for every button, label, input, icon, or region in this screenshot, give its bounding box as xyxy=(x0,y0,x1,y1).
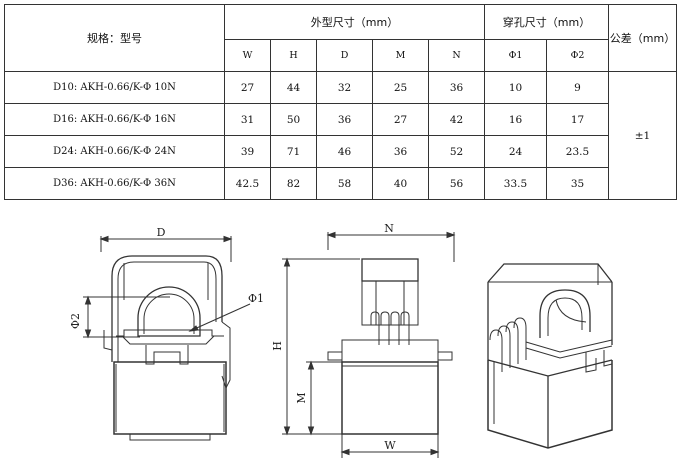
phi2-cell: 17 xyxy=(546,103,609,136)
spec-table: 规格：型号 外型尺寸（mm） 穿孔尺寸（mm） 公差（mm） W H D M N… xyxy=(4,4,677,200)
n-cell: 56 xyxy=(428,167,485,200)
label-m: M xyxy=(295,392,308,403)
phi2-cell: 9 xyxy=(546,71,609,104)
table-row: D24: AKH-0.66/K-Φ 24N 39 71 46 36 52 24 … xyxy=(4,135,677,168)
n-cell: 52 xyxy=(428,135,485,168)
col-phi1-header: Φ1 xyxy=(484,39,547,72)
h-cell: 82 xyxy=(270,167,317,200)
n-cell: 36 xyxy=(428,71,485,104)
side-view-drawing xyxy=(282,231,456,458)
label-w: W xyxy=(384,439,396,452)
d-cell: 36 xyxy=(316,103,373,136)
outer-size-header: 外型尺寸（mm） xyxy=(224,4,485,40)
model-cell: D16: AKH-0.66/K-Φ 16N xyxy=(4,103,225,136)
technical-drawings: D N Φ1 Φ2 H M W xyxy=(69,222,613,458)
col-w-header: W xyxy=(224,39,271,72)
table-row: D10: AKH-0.66/K-Φ 10N 27 44 32 25 36 10 … xyxy=(4,71,677,200)
model-header: 规格：型号 xyxy=(4,4,225,72)
label-n: N xyxy=(384,222,394,235)
w-cell: 31 xyxy=(224,103,271,136)
model-cell: D10: AKH-0.66/K-Φ 10N xyxy=(4,71,225,104)
h-cell: 71 xyxy=(270,135,317,168)
phi1-cell: 33.5 xyxy=(484,167,547,200)
d-cell: 46 xyxy=(316,135,373,168)
col-m-header: M xyxy=(372,39,429,72)
col-h-header: H xyxy=(270,39,317,72)
label-phi2: Φ2 xyxy=(69,313,82,329)
m-cell: 25 xyxy=(372,71,429,104)
d-cell: 32 xyxy=(316,71,373,104)
table-row: D16: AKH-0.66/K-Φ 16N 31 50 36 27 42 16 … xyxy=(4,103,677,136)
h-cell: 50 xyxy=(270,103,317,136)
col-phi2-header: Φ2 xyxy=(546,39,609,72)
phi2-cell: 23.5 xyxy=(546,135,609,168)
label-h: H xyxy=(271,341,284,351)
tolerance-cell: ±1 xyxy=(608,71,677,200)
h-cell: 44 xyxy=(270,71,317,104)
n-cell: 42 xyxy=(428,103,485,136)
col-d-header: D xyxy=(316,39,373,72)
phi2-cell: 35 xyxy=(546,167,609,200)
label-phi1: Φ1 xyxy=(248,292,264,305)
w-cell: 42.5 xyxy=(224,167,271,200)
m-cell: 36 xyxy=(372,135,429,168)
col-n-header: N xyxy=(428,39,485,72)
label-d: D xyxy=(157,226,166,239)
phi1-cell: 16 xyxy=(484,103,547,136)
model-cell: D36: AKH-0.66/K-Φ 36N xyxy=(4,167,225,200)
table-row: D36: AKH-0.66/K-Φ 36N 42.5 82 58 40 56 3… xyxy=(4,167,677,200)
d-cell: 58 xyxy=(316,167,373,200)
model-cell: D24: AKH-0.66/K-Φ 24N xyxy=(4,135,225,168)
hole-size-header: 穿孔尺寸（mm） xyxy=(484,4,609,40)
phi1-cell: 24 xyxy=(484,135,547,168)
phi1-cell: 10 xyxy=(484,71,547,104)
tolerance-header: 公差（mm） xyxy=(608,4,677,72)
front-view-drawing xyxy=(83,235,251,441)
w-cell: 39 xyxy=(224,135,271,168)
m-cell: 40 xyxy=(372,167,429,200)
m-cell: 27 xyxy=(372,103,429,136)
w-cell: 27 xyxy=(224,71,271,104)
isometric-view-drawing xyxy=(487,263,613,449)
